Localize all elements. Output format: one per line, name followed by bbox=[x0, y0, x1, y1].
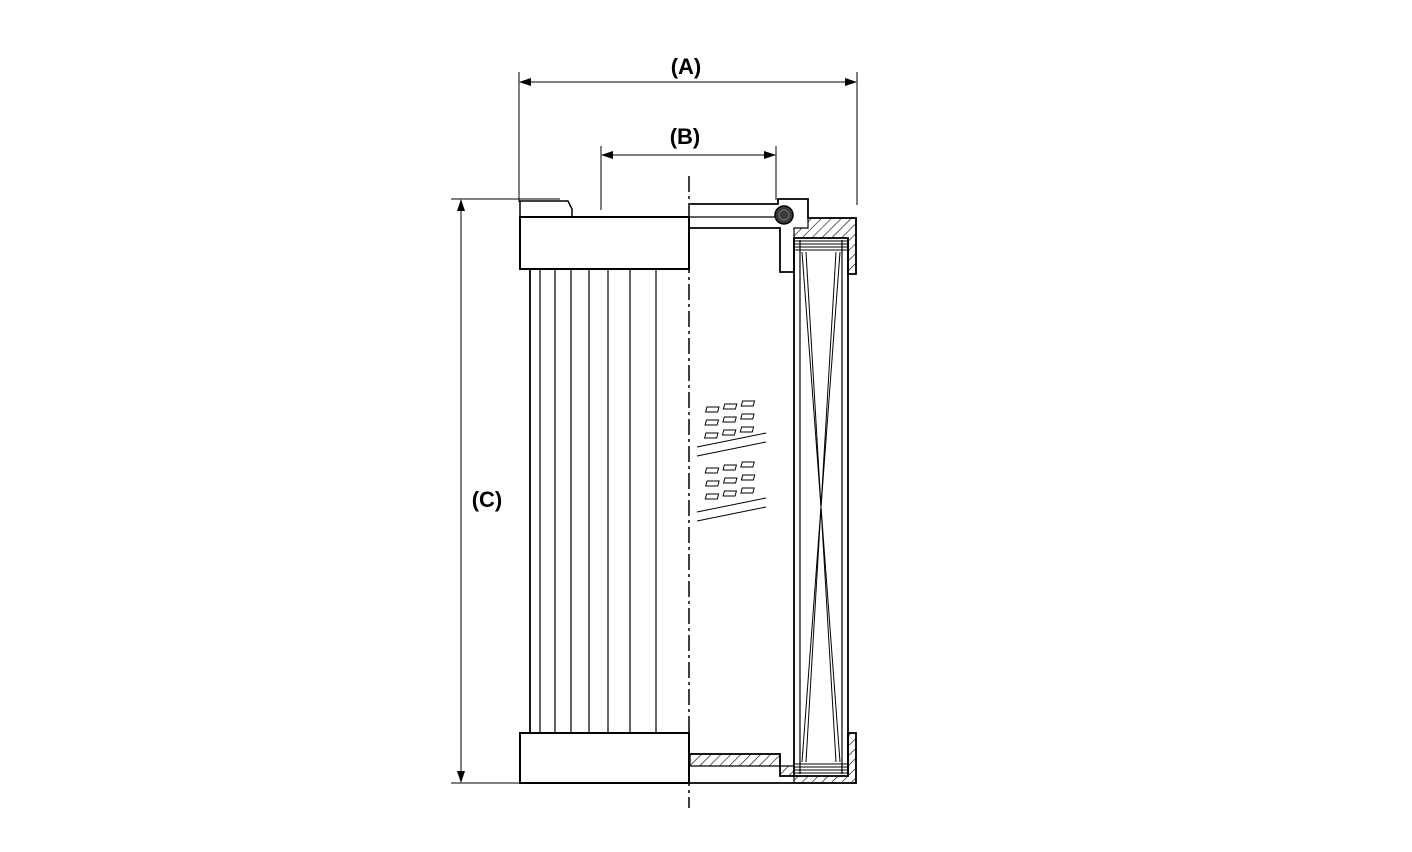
dimension-c: (C) bbox=[451, 198, 560, 784]
exterior-view bbox=[519, 200, 690, 784]
dimension-c-label: (C) bbox=[472, 487, 503, 512]
bottom-end-cap bbox=[519, 732, 690, 784]
dimension-b-label: (B) bbox=[670, 124, 701, 149]
bottom-flange-hatch bbox=[793, 732, 857, 784]
top-flange-step bbox=[519, 200, 573, 217]
top-end-cap bbox=[519, 216, 690, 270]
bottom-cap-hatch bbox=[689, 753, 781, 767]
pleated-media bbox=[529, 269, 657, 733]
o-ring bbox=[774, 205, 794, 225]
support-tube bbox=[793, 238, 849, 776]
dimension-a-label: (A) bbox=[671, 54, 702, 79]
perforation-pattern bbox=[696, 400, 767, 522]
dimension-a: (A) bbox=[518, 54, 858, 205]
section-view bbox=[689, 198, 857, 784]
dimension-b: (B) bbox=[600, 124, 777, 210]
